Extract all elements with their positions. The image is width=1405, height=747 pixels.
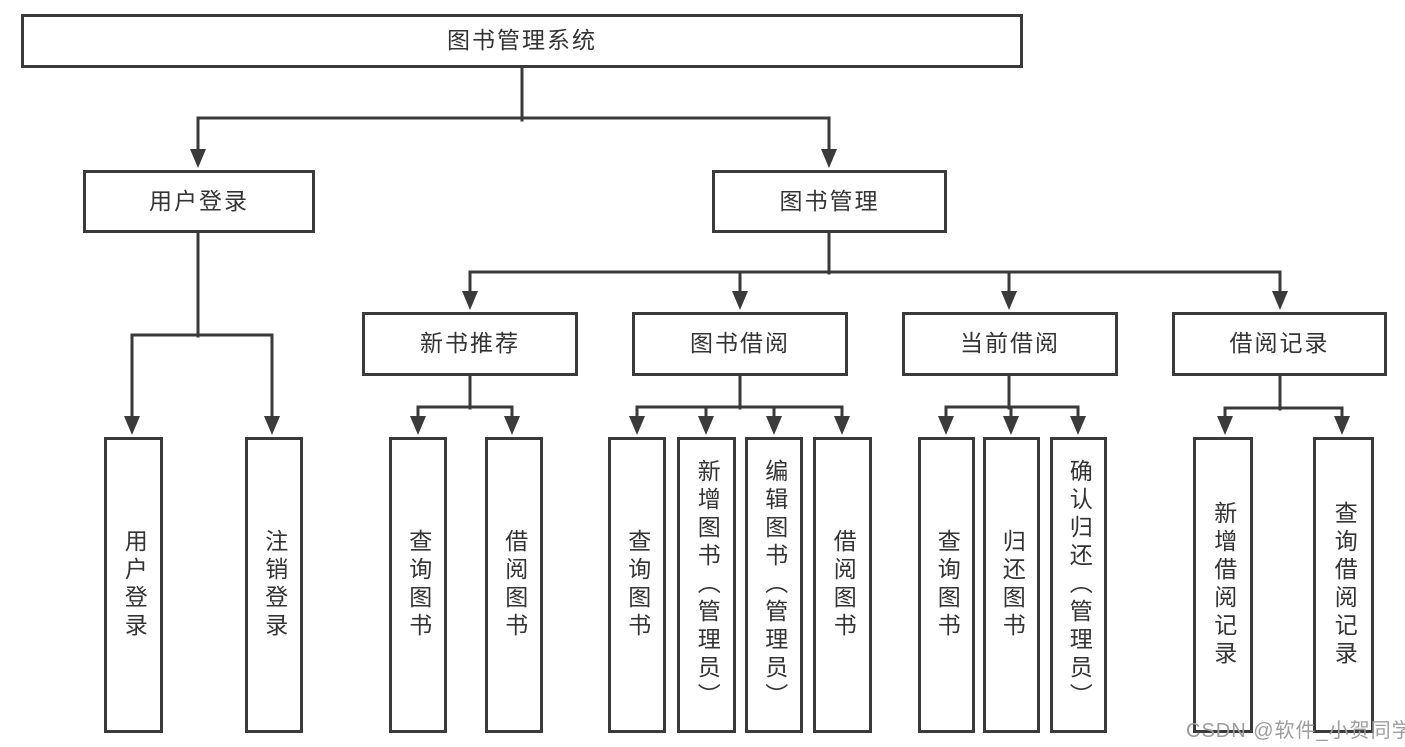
node-leaf-add-book-admin: 新增图书（管理员）: [677, 437, 736, 733]
node-leaf-query-books-3: 查询图书: [918, 437, 975, 733]
node-new-book-recommend-label: 新书推荐: [420, 330, 520, 357]
watermark: CSDN @软件_小贺同学: [1186, 720, 1405, 742]
node-book-management: 图书管理: [712, 170, 947, 233]
node-book-management-label: 图书管理: [779, 187, 880, 214]
node-leaf-user-login-label: 用户登录: [121, 529, 148, 641]
node-leaf-return-book-label: 归还图书: [999, 529, 1026, 641]
node-leaf-query-books-1-label: 查询图书: [405, 529, 432, 641]
node-leaf-query-books-2-label: 查询图书: [624, 529, 651, 641]
node-borrowing-records: 借阅记录: [1172, 312, 1387, 376]
node-book-borrowing-label: 图书借阅: [690, 330, 790, 357]
node-leaf-return-book: 归还图书: [983, 437, 1040, 733]
node-leaf-confirm-return-admin: 确认归还（管理员）: [1050, 437, 1107, 733]
node-leaf-user-login: 用户登录: [104, 437, 163, 733]
node-borrowing-records-label: 借阅记录: [1229, 330, 1330, 357]
node-leaf-confirm-return-admin-label: 确认归还（管理员）: [1066, 459, 1093, 711]
node-leaf-logout-label: 注销登录: [261, 529, 288, 641]
node-leaf-query-borrow-record: 查询借阅记录: [1313, 437, 1374, 733]
node-leaf-add-borrow-record: 新增借阅记录: [1193, 437, 1253, 733]
node-root: 图书管理系统: [21, 14, 1023, 68]
node-leaf-borrow-books-1-label: 借阅图书: [501, 529, 528, 641]
node-user-login: 用户登录: [83, 170, 315, 233]
node-leaf-logout: 注销登录: [245, 437, 303, 733]
node-leaf-edit-book-admin: 编辑图书（管理员）: [745, 437, 803, 733]
node-leaf-query-books-2: 查询图书: [608, 437, 666, 733]
node-new-book-recommend: 新书推荐: [362, 312, 578, 376]
node-root-label: 图书管理系统: [447, 27, 597, 54]
node-leaf-query-borrow-record-label: 查询借阅记录: [1331, 501, 1358, 669]
node-leaf-query-books-1: 查询图书: [389, 437, 447, 733]
node-current-borrowing: 当前借阅: [902, 312, 1118, 376]
node-leaf-borrow-books-1: 借阅图书: [485, 437, 543, 733]
node-book-borrowing: 图书借阅: [632, 312, 848, 376]
node-leaf-edit-book-admin-label: 编辑图书（管理员）: [761, 459, 788, 711]
node-leaf-borrow-books-2: 借阅图书: [813, 437, 872, 733]
node-user-login-label: 用户登录: [149, 187, 249, 214]
node-leaf-add-borrow-record-label: 新增借阅记录: [1210, 501, 1237, 669]
node-leaf-borrow-books-2-label: 借阅图书: [830, 529, 857, 641]
node-current-borrowing-label: 当前借阅: [960, 330, 1060, 357]
node-leaf-query-books-3-label: 查询图书: [934, 529, 961, 641]
node-leaf-add-book-admin-label: 新增图书（管理员）: [694, 459, 721, 711]
